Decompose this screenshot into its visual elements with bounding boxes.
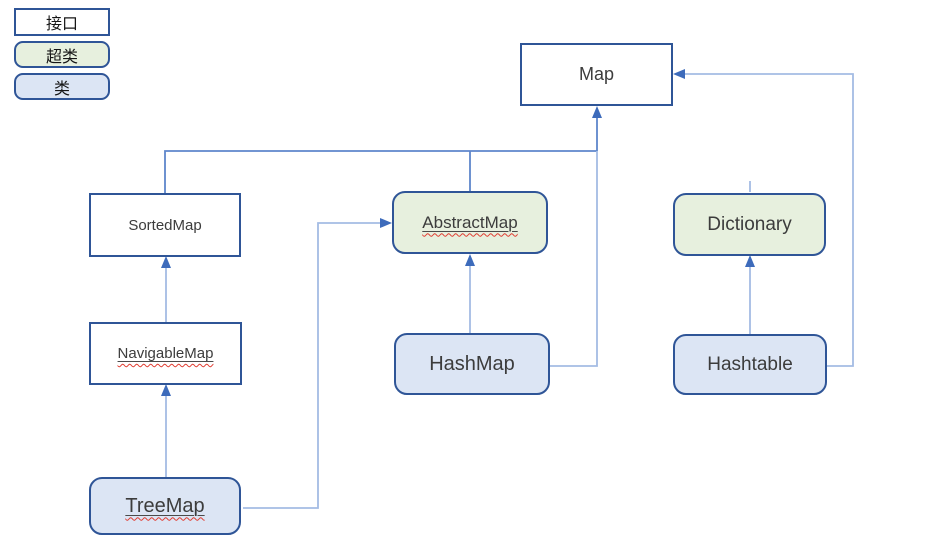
arrowhead-treemap-abstractmap — [380, 218, 392, 228]
legend-interface-label: 接口 — [45, 16, 78, 33]
node-hashmap-label: HashMap — [429, 352, 515, 375]
node-hashmap: HashMap — [394, 333, 550, 395]
node-navigablemap: NavigableMap — [89, 322, 242, 385]
arrowhead-hashtable-map — [673, 69, 685, 79]
node-sortedmap-label: SortedMap — [128, 216, 202, 234]
edge-hashtable-map — [682, 73, 854, 367]
node-hashtable-label: Hashtable — [707, 353, 793, 375]
arrowhead-bus-map — [592, 106, 602, 118]
legend-superclass-label: 超类 — [45, 48, 78, 66]
node-dictionary: Dictionary — [673, 193, 826, 256]
node-hashtable: Hashtable — [673, 334, 827, 395]
arrowhead-hashmap-abstractmap — [465, 254, 475, 266]
arrowhead-navigablemap-sortedmap — [161, 256, 171, 268]
node-treemap-label: TreeMap — [125, 494, 205, 517]
node-abstractmap-label: AbstractMap — [422, 212, 518, 232]
legend-class: 类 — [14, 73, 110, 100]
node-dictionary-label: Dictionary — [707, 213, 792, 235]
edge-treemap-abstractmap — [243, 222, 383, 509]
node-abstractmap: AbstractMap — [392, 191, 548, 254]
edge-sortedmap-bus — [164, 150, 597, 193]
node-map: Map — [520, 43, 673, 106]
node-map-label: Map — [578, 64, 614, 84]
node-navigablemap-label: NavigableMap — [117, 345, 214, 362]
node-sortedmap: SortedMap — [89, 193, 241, 257]
arrowhead-treemap-navigablemap — [161, 384, 171, 396]
edge-hashmap-map — [550, 151, 598, 367]
legend-class-label: 类 — [53, 80, 70, 98]
legend-superclass: 超类 — [14, 41, 110, 68]
arrowhead-hashtable-dictionary — [745, 255, 755, 267]
legend-interface: 接口 — [14, 8, 110, 36]
node-treemap: TreeMap — [89, 477, 241, 535]
